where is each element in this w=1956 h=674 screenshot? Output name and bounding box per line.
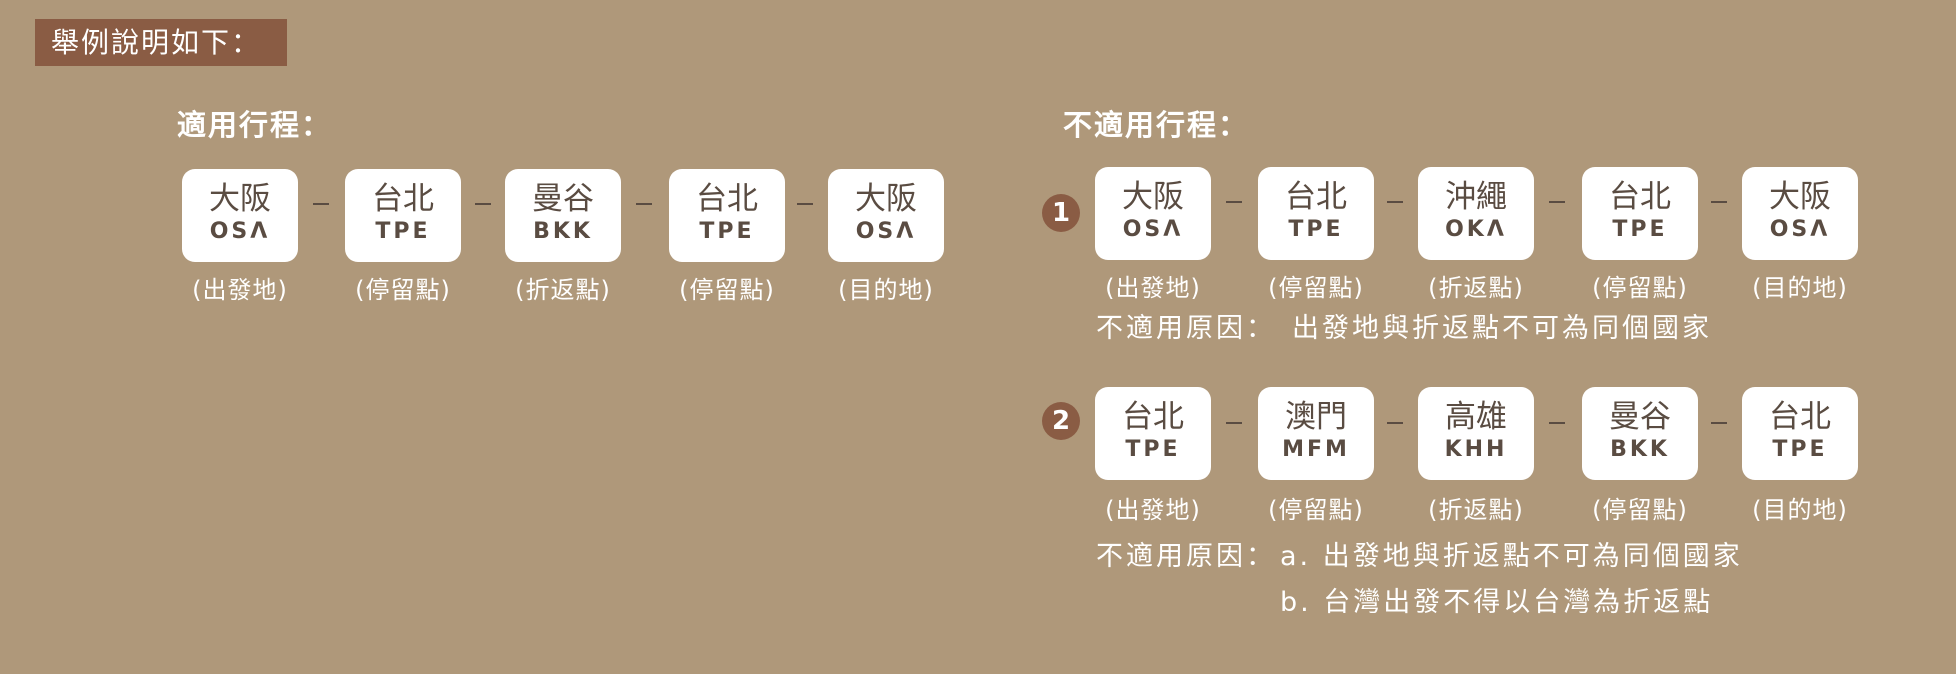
city-name: 台北 (1285, 179, 1347, 215)
route-connector (797, 203, 813, 205)
route-connector (475, 203, 491, 205)
route-connector (1549, 201, 1565, 203)
reason-label: 不適用原因： (1096, 541, 1276, 572)
airport-code: TPE (699, 219, 755, 244)
route-connector (1549, 422, 1565, 424)
airport-code: TPE (1288, 217, 1344, 242)
airport-code: TPE (1612, 217, 1668, 242)
applicable-title: 適用行程： (177, 108, 333, 142)
airport-code: OSΛ (1122, 217, 1184, 242)
airport-code: OSΛ (209, 219, 271, 244)
city-name: 高雄 (1445, 399, 1507, 435)
stop-role-label: (停留點) (1592, 496, 1688, 524)
city-name: 台北 (1122, 399, 1184, 435)
example-1-number-badge: 1 (1042, 194, 1080, 232)
stop-role-label: (停留點) (1592, 274, 1688, 302)
stop-role-label: (折返點) (1428, 496, 1524, 524)
stop-role-label: (目的地) (1752, 274, 1848, 302)
stop-role-label: (出發地) (1105, 496, 1201, 524)
airport-code: TPE (1125, 437, 1181, 462)
route-connector (1711, 201, 1727, 203)
airport-code: KHH (1444, 437, 1508, 462)
airport-code: OSΛ (1769, 217, 1831, 242)
route-card: 高雄 KHH (1418, 387, 1534, 480)
route-card: 大阪 OSΛ (182, 169, 298, 262)
reason-text-b: b. 台灣出發不得以台灣為折返點 (1280, 587, 1714, 618)
stop-role-label: (目的地) (838, 276, 934, 304)
stop-role-label: (停留點) (1268, 496, 1364, 524)
route-card: 曼谷 BKK (1582, 387, 1698, 480)
reason-text: 出發地與折返點不可為同個國家 (1292, 313, 1712, 344)
airport-code: TPE (375, 219, 431, 244)
heading-banner: 舉例說明如下： (35, 19, 287, 66)
city-name: 大阪 (1769, 179, 1831, 215)
city-name: 台北 (696, 181, 758, 217)
airport-code: OSΛ (855, 219, 917, 244)
city-name: 大阪 (855, 181, 917, 217)
city-name: 台北 (372, 181, 434, 217)
city-name: 曼谷 (532, 181, 594, 217)
route-card: 台北 TPE (1095, 387, 1211, 480)
reason-text-a: a. 出發地與折返點不可為同個國家 (1280, 541, 1743, 572)
route-card: 台北 TPE (1582, 167, 1698, 260)
route-connector (1387, 201, 1403, 203)
route-connector (1226, 201, 1242, 203)
route-card: 台北 TPE (1742, 387, 1858, 480)
route-card: 台北 TPE (1258, 167, 1374, 260)
city-name: 台北 (1769, 399, 1831, 435)
not-applicable-title: 不適用行程： (1063, 108, 1250, 142)
city-name: 大阪 (209, 181, 271, 217)
route-connector (313, 203, 329, 205)
stop-role-label: (折返點) (1428, 274, 1524, 302)
stop-role-label: (出發地) (1105, 274, 1201, 302)
stop-role-label: (折返點) (515, 276, 611, 304)
route-connector (1711, 422, 1727, 424)
route-card: 大阪 OSΛ (1095, 167, 1211, 260)
route-card: 大阪 OSΛ (1742, 167, 1858, 260)
stop-role-label: (停留點) (679, 276, 775, 304)
stop-role-label: (目的地) (1752, 496, 1848, 524)
example-2-number-badge: 2 (1042, 402, 1080, 440)
city-name: 台北 (1609, 179, 1671, 215)
route-card: 台北 TPE (345, 169, 461, 262)
city-name: 澳門 (1285, 399, 1347, 435)
stop-role-label: (停留點) (1268, 274, 1364, 302)
route-connector (636, 203, 652, 205)
airport-code: OKΛ (1445, 217, 1507, 242)
airport-code: BKK (1610, 437, 1670, 462)
route-card: 曼谷 BKK (505, 169, 621, 262)
route-card: 澳門 MFM (1258, 387, 1374, 480)
city-name: 大阪 (1122, 179, 1184, 215)
airport-code: BKK (533, 219, 593, 244)
stop-role-label: (停留點) (355, 276, 451, 304)
stop-role-label: (出發地) (192, 276, 288, 304)
route-connector (1387, 422, 1403, 424)
city-name: 曼谷 (1609, 399, 1671, 435)
route-card: 大阪 OSΛ (828, 169, 944, 262)
route-card: 沖繩 OKΛ (1418, 167, 1534, 260)
route-card: 台北 TPE (669, 169, 785, 262)
reason-label: 不適用原因： (1096, 313, 1276, 344)
airport-code: TPE (1772, 437, 1828, 462)
city-name: 沖繩 (1445, 179, 1507, 215)
airport-code: MFM (1282, 437, 1350, 462)
route-connector (1226, 422, 1242, 424)
